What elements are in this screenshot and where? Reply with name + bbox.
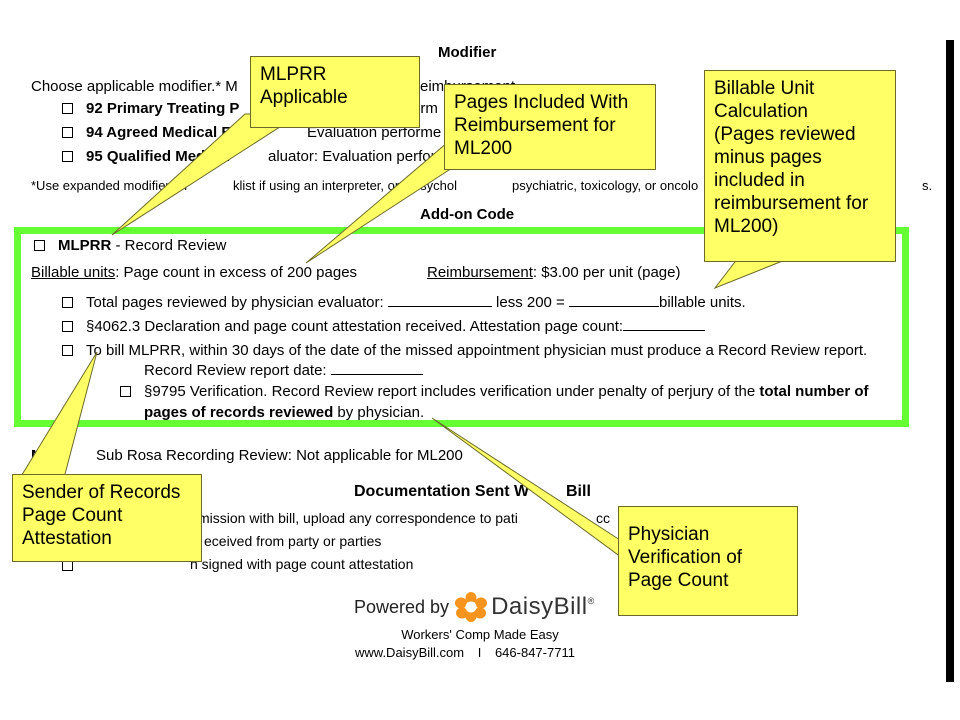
callout-pages-included: Pages Included With Reimbursement for ML… [444,84,656,170]
bill-mlprr-checkbox[interactable] [62,345,73,356]
reimbursement: Reimbursement: $3.00 per unit (page) [427,264,681,281]
tagline: Workers' Comp Made Easy [401,627,559,642]
verification-line-2: pages of records reviewed by physician. [144,404,425,421]
mlprr-label: MLPRR - Record Review [58,237,227,254]
declaration-checkbox[interactable] [62,321,73,332]
contact-line: www.DaisyBill.com I 646-847-7711 [355,645,575,660]
sub-rosa-text: Sub Rosa Recording Review: Not applicabl… [96,447,463,464]
modifier-footnote-mid2: psychiatric, toxicology, or oncolo [512,178,699,193]
modifier-footnote: *Use expanded modifier ch [31,178,188,193]
modifier-94-tail: Evaluation performe [307,124,442,141]
documentation-line-1: mission with bill, upload any correspond… [198,510,518,526]
sender-callout-tail [19,351,98,479]
modifier-95-tail: aluator: Evaluation perform [268,148,449,165]
total-pages-field[interactable] [387,306,492,307]
modifier-instruction: Choose applicable modifier.* M [31,78,238,95]
phone-number: 646-847-7711 [494,645,575,660]
website-link[interactable]: www.DaisyBill.com [355,645,465,660]
page-edge-rule [946,40,954,682]
billable-calc-callout-tail [713,257,791,290]
powered-by-logo: Powered by DaisyBill ® [354,592,595,622]
callout-physician-verification: Physician Verification of Page Count [618,506,798,616]
mlprr-checkbox[interactable] [34,240,45,251]
modifier-footnote-end: s. [922,178,933,193]
billable-units-field[interactable] [568,306,659,307]
mlprr-callout-tail [111,113,302,236]
modifier-95-checkbox[interactable] [62,151,73,162]
report-date-line: Record Review report date: [144,362,423,379]
attestation-page-count-field[interactable] [623,330,706,331]
modifier-92-label: 92 Primary Treating P [86,100,240,117]
callout-sender-attestation: Sender of Records Page Count Attestation [12,474,202,562]
modifier-92-checkbox[interactable] [62,103,73,114]
report-date-field[interactable] [330,374,423,375]
documentation-line-1-tail: cc [596,510,610,526]
daisybill-wordmark: DaisyBill [491,593,588,620]
total-pages-checkbox[interactable] [62,297,73,308]
mlprr-highlight-box [14,227,909,427]
modifier-heading: Modifier [438,44,497,61]
documentation-heading: Documentation Sent W [354,483,530,500]
bill-mlprr-line: To bill MLPRR, within 30 days of the dat… [86,342,868,359]
documentation-line-2: eceived from party or parties [204,533,382,549]
documentation-line-3: n signed with page count attestation [190,556,414,572]
modifier-94-label: 94 Agreed Medical Evalu [86,124,262,141]
verification-line: §9795 Verification. Record Review report… [144,383,869,400]
addon-heading: Add-on Code [420,206,515,223]
declaration-line: §4062.3 Declaration and page count attes… [86,318,706,335]
modifier-94-checkbox[interactable] [62,127,73,138]
callout-billable-unit-calculation: Billable Unit Calculation (Pages reviewe… [704,70,896,262]
documentation-heading-tail: Bill [566,483,591,500]
daisy-flower-icon [455,592,488,622]
billable-units: Billable units: Page count in excess of … [31,264,358,281]
verification-checkbox[interactable] [120,386,131,397]
callout-mlprr-applicable: MLPRR Applicable [250,56,420,128]
physician-callout-tail [431,417,626,562]
total-pages-line: Total pages reviewed by physician evalua… [86,294,746,311]
